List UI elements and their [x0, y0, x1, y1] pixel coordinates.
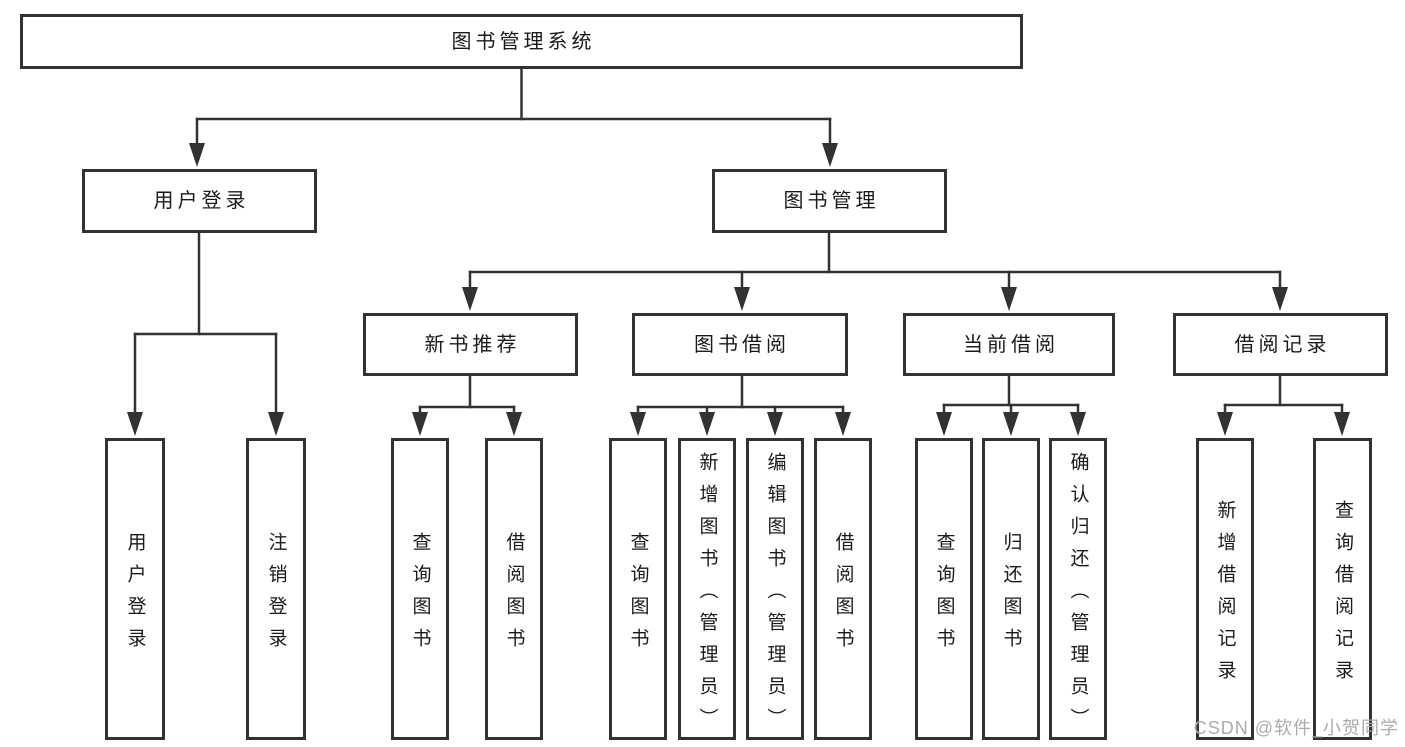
node-library-management-system-label: 图书管理系统: [451, 30, 596, 53]
leaf-query-borrow-record-label: 查询借阅记录: [1332, 499, 1353, 692]
leaf-add-borrow-record: 新增借阅记录: [1196, 438, 1254, 740]
node-book-management: 图书管理: [712, 169, 947, 233]
leaf-confirm-return-admin: 确认归还（管理员）: [1049, 438, 1107, 740]
leaf-borrow-books-2-label: 借阅图书: [832, 531, 854, 660]
connector-borrowing-records: [1217, 374, 1350, 436]
node-user-login-label: 用户登录: [153, 190, 250, 212]
leaf-query-books-3: 查询图书: [915, 438, 973, 740]
node-new-book-recommend-label: 新书推荐: [424, 333, 521, 356]
node-borrowing-records-label: 借阅记录: [1234, 333, 1331, 356]
connector-user-login: [127, 231, 284, 436]
leaf-logout-login-label: 注销登录: [265, 531, 287, 660]
leaf-user-login-label: 用户登录: [124, 531, 146, 660]
leaf-borrow-books-2: 借阅图书: [814, 438, 872, 740]
leaf-return-books: 归还图书: [982, 438, 1040, 740]
leaf-confirm-return-admin-label: 确认归还（管理员）: [1067, 451, 1089, 740]
node-book-borrowing: 图书借阅: [632, 313, 848, 376]
leaf-borrow-books-1-label: 借阅图书: [503, 531, 525, 660]
node-book-management-label: 图书管理: [783, 190, 880, 212]
node-book-borrowing-label: 图书借阅: [694, 333, 790, 356]
connector-root: [189, 67, 838, 167]
node-new-book-recommend: 新书推荐: [363, 313, 578, 376]
node-current-borrowing-label: 当前借阅: [963, 333, 1059, 356]
connector-book-management: [462, 231, 1288, 311]
connector-new-book-recommend: [412, 374, 522, 436]
leaf-add-book-admin-label: 新增图书（管理员）: [696, 451, 718, 740]
leaf-return-books-label: 归还图书: [1000, 531, 1022, 660]
leaf-query-books-1: 查询图书: [391, 438, 449, 740]
leaf-edit-book-admin: 编辑图书（管理员）: [746, 438, 804, 740]
leaf-logout-login: 注销登录: [246, 438, 306, 740]
node-borrowing-records: 借阅记录: [1173, 313, 1388, 376]
node-current-borrowing: 当前借阅: [903, 313, 1115, 376]
leaf-query-books-3-label: 查询图书: [933, 531, 955, 660]
connector-book-borrowing: [630, 374, 851, 436]
leaf-borrow-books-1: 借阅图书: [485, 438, 543, 740]
connector-current-borrowing: [936, 374, 1086, 436]
node-user-login: 用户登录: [82, 169, 317, 233]
node-library-management-system: 图书管理系统: [20, 14, 1023, 69]
leaf-add-book-admin: 新增图书（管理员）: [678, 438, 736, 740]
leaf-edit-book-admin-label: 编辑图书（管理员）: [764, 451, 786, 740]
leaf-add-borrow-record-label: 新增借阅记录: [1214, 499, 1236, 692]
leaf-query-books-2-label: 查询图书: [627, 531, 649, 660]
watermark: CSDN @软件_小贺同学: [1193, 718, 1399, 738]
leaf-query-books-1-label: 查询图书: [409, 531, 431, 660]
leaf-query-borrow-record: 查询借阅记录: [1313, 438, 1372, 740]
leaf-query-books-2: 查询图书: [609, 438, 667, 740]
leaf-user-login: 用户登录: [105, 438, 165, 740]
